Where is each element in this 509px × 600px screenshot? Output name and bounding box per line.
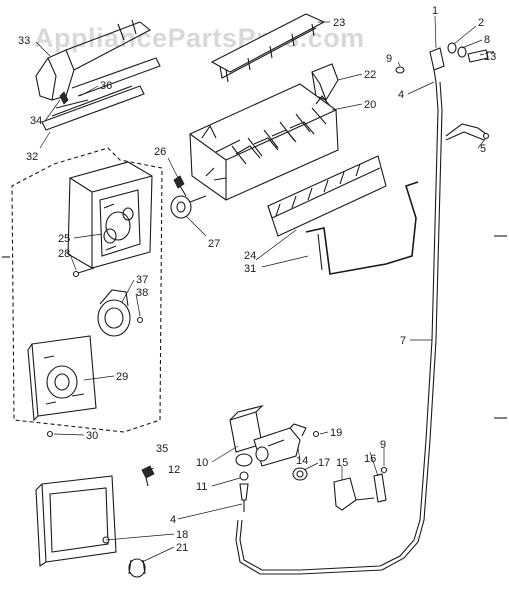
watermark-text: AppliancePartsPros.com (34, 23, 365, 53)
control-module-dashed-box (11, 147, 163, 433)
callout-24: 24 (244, 250, 256, 262)
callout-31: 31 (244, 263, 256, 275)
callout-28: 28 (58, 248, 70, 260)
callout-8: 8 (484, 34, 490, 46)
callout-4-lower: 4 (170, 514, 176, 526)
callout-2: 2 (478, 17, 484, 29)
callout-22: 22 (364, 69, 376, 81)
callout-7: 7 (400, 335, 406, 347)
margin-ticks (2, 235, 507, 419)
callout-13: 13 (484, 51, 496, 63)
callout-35: 35 (156, 443, 168, 455)
callout-11: 11 (196, 481, 207, 493)
callout-5: 5 (480, 143, 486, 155)
callout-17: 17 (318, 457, 330, 469)
callout-38: 38 (136, 287, 148, 299)
control-housing (67, 161, 153, 278)
callout-25: 25 (58, 233, 70, 245)
callout-12: 12 (168, 464, 180, 476)
callout-27: 27 (208, 238, 220, 250)
callout-37: 37 (136, 274, 148, 286)
callout-33: 33 (18, 35, 30, 47)
mold-support-plate (27, 335, 97, 438)
callout-15: 15 (336, 457, 348, 469)
mounting-bracket-assembly (35, 19, 161, 131)
callout-30: 30 (86, 430, 98, 442)
callout-9-upper: 9 (386, 53, 392, 65)
callout-21: 21 (176, 542, 188, 554)
fill-cup (311, 63, 339, 101)
callout-20: 20 (364, 99, 376, 111)
callout-18: 18 (176, 529, 188, 541)
callout-19: 19 (330, 427, 342, 439)
wire-harness (445, 123, 490, 141)
callout-10: 10 (196, 457, 208, 469)
callout-26: 26 (154, 146, 166, 158)
callout-14: 14 (296, 455, 308, 467)
callout-leader-lines (35, 15, 487, 563)
callout-29: 29 (116, 371, 128, 383)
water-inlet-fitting (395, 42, 494, 83)
callout-16: 16 (364, 453, 376, 465)
ice-mold (189, 83, 339, 201)
callout-32: 32 (26, 151, 38, 163)
callout-9-lower: 9 (380, 439, 386, 451)
water-valve-assembly (141, 404, 388, 512)
drive-motor (97, 289, 144, 337)
callout-1: 1 (432, 5, 438, 17)
callout-23: 23 (333, 17, 345, 29)
ice-ejector-rake (267, 155, 387, 237)
callout-4-upper: 4 (398, 89, 404, 101)
shutoff-arm (305, 181, 419, 275)
motor-coupling (170, 175, 207, 219)
callout-36: 36 (100, 80, 112, 92)
ice-bucket (35, 475, 146, 578)
callout-34: 34 (30, 115, 42, 127)
callout-labels: 1 2 8 13 23 33 36 34 32 9 22 4 20 5 26 2… (18, 5, 496, 554)
